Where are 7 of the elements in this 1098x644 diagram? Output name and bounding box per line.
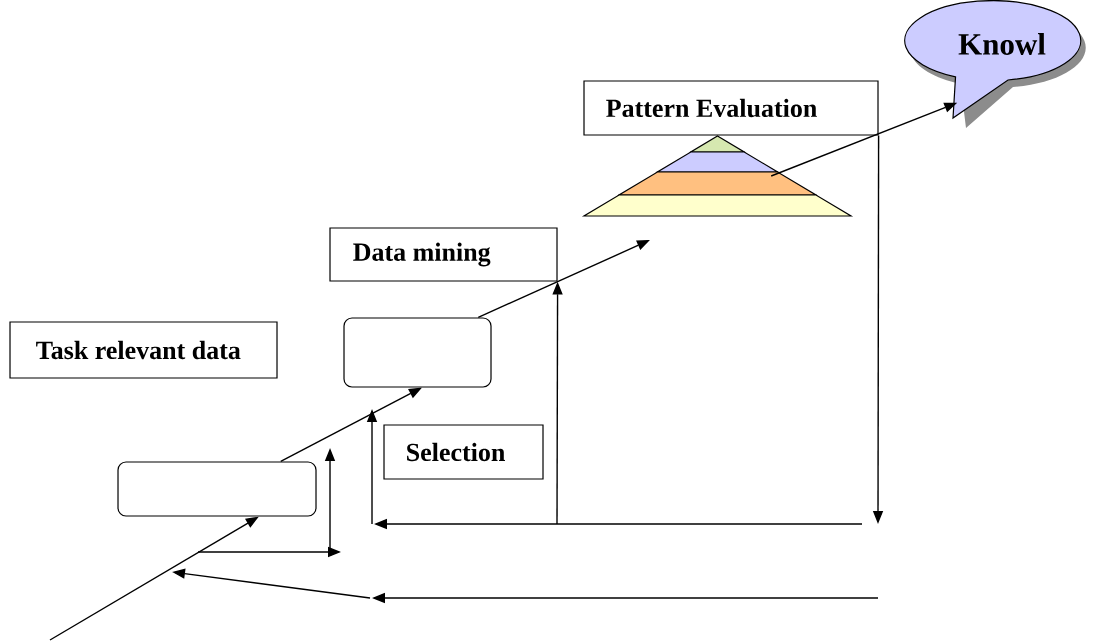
- label-box: Selection: [383, 424, 544, 480]
- rounded-box: [117, 461, 317, 517]
- label-box: Task relevant data: [9, 321, 278, 379]
- label-box: Data mining: [329, 227, 558, 282]
- label-box: Pattern Evaluation: [583, 80, 879, 136]
- rounded-box: [343, 317, 492, 388]
- speech-bubble: Knowl: [904, 0, 1086, 128]
